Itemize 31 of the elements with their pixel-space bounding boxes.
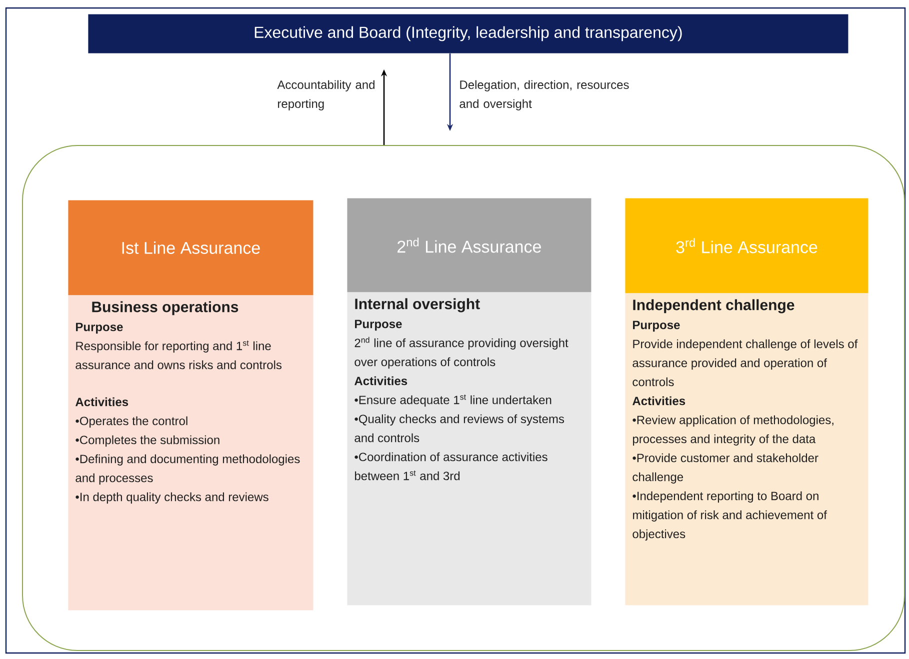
bullet-item: •Provide customer and stakeholder challenge <box>632 453 818 484</box>
bullet-item: •Quality checks and reviews of systems and controls <box>354 414 564 442</box>
section-heading: Activities <box>632 396 686 406</box>
column-heading: Independent challenge <box>633 299 794 314</box>
section-heading: Purpose <box>76 322 123 334</box>
section-heading: Activities <box>354 376 408 386</box>
column-header: 3$^{rd}$ Line Assurance <box>625 198 868 294</box>
column-panel <box>68 295 314 610</box>
bullet-item: •In depth quality checks and reviews <box>76 492 268 504</box>
bullet-item: •Operates the control <box>76 416 188 428</box>
bullet-item: •Ensure adequate 1$^{st}$ line undertaken <box>354 394 552 407</box>
paragraph: Provide independent challenge of levels of assurance provided and operation of controls <box>632 339 858 386</box>
section-heading: Activities <box>76 397 128 406</box>
paragraph: 2$^{nd}$ line of assurance providing oversight over operations of controls <box>354 336 568 369</box>
column-heading: Internal oversight <box>355 298 480 312</box>
column-heading: Business operations <box>92 301 238 316</box>
edge-label: Delegation, direction, resources and oversight <box>460 80 629 110</box>
column-panel <box>347 292 592 606</box>
edge-label: Accountability and reporting <box>277 80 374 110</box>
section-heading: Purpose <box>355 320 402 331</box>
column-panel <box>625 293 868 606</box>
column-header: 2$^{nd}$ Line Assurance <box>347 198 592 292</box>
paragraph: Responsible for reporting and 1$^{st}$ line assurance and owns risks and controls <box>76 340 282 370</box>
section-heading: Purpose <box>633 320 680 332</box>
board-banner: Executive and Board (Integrity, leadership and transparency) <box>88 14 848 54</box>
column-header: Ist Line Assurance <box>68 200 314 296</box>
bullet-item: •Defining and documenting methodologies and processes <box>76 454 300 485</box>
bullet-item: •Independent reporting to Board on mitigation of risk and achievement of objectives <box>632 491 827 541</box>
bullet-item: •Coordination of assurance activities between 1$^{st}$ and 3rd <box>354 452 548 480</box>
bullet-item: •Completes the submission <box>76 435 220 447</box>
bullet-item: •Review application of methodologies, processes and integrity of the data <box>632 415 834 446</box>
